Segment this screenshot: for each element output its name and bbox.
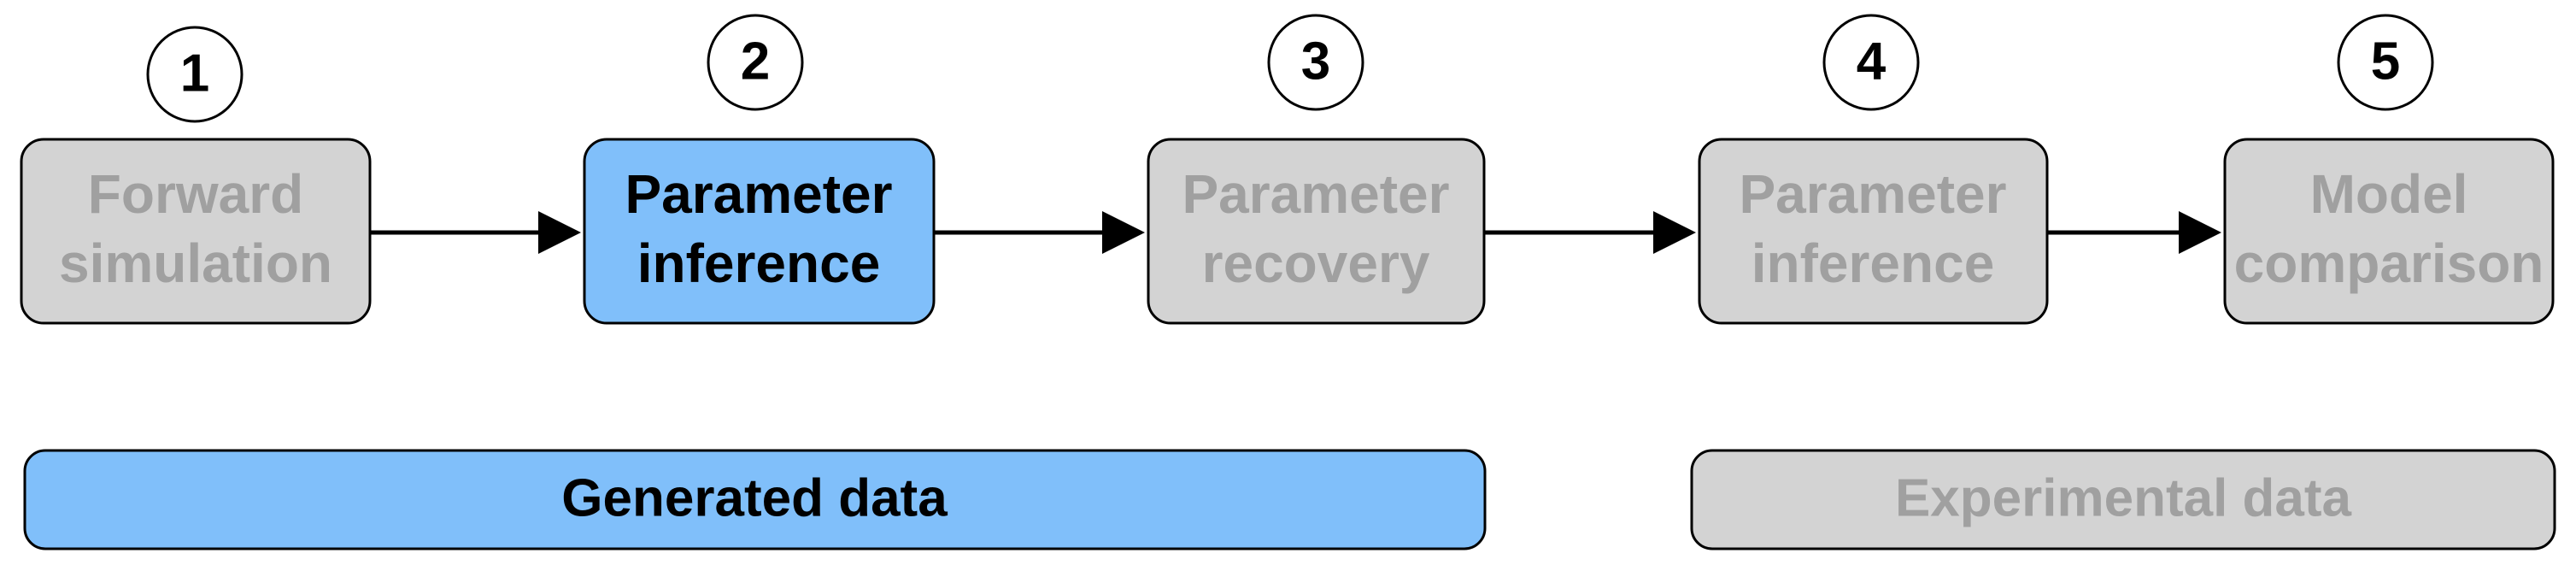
step-1-box: [20, 138, 372, 325]
generated-data-label: Generated data: [561, 468, 948, 527]
step-3-label-line2: recovery: [1202, 233, 1430, 294]
data-group-generated: Generated data: [23, 449, 1487, 550]
step-1-label-line2: simulation: [59, 233, 332, 294]
step-5-label-line2: comparison: [2234, 233, 2544, 294]
step-1-number: 1: [180, 44, 209, 103]
step-2: 2 Parameter inference: [583, 14, 936, 325]
step-1-number-circle: [146, 26, 244, 123]
step-2-number: 2: [741, 32, 770, 91]
step-2-number-circle: [707, 14, 804, 111]
step-3: 3 Parameter recovery: [1147, 14, 1486, 325]
step-4-box: [1698, 138, 2049, 325]
step-3-label-line1: Parameter: [1182, 163, 1449, 225]
step-4-label-line2: inference: [1752, 233, 1995, 294]
step-1-label-line1: Forward: [88, 163, 303, 225]
step-4: 4 Parameter inference: [1698, 14, 2049, 325]
step-4-number-circle: [1822, 14, 1920, 111]
step-5-number: 5: [2371, 32, 2400, 91]
step-3-number: 3: [1301, 32, 1330, 91]
step-5: 5 Model comparison: [2223, 14, 2555, 325]
experimental-data-label: Experimental data: [1895, 468, 2352, 527]
step-5-number-circle: [2337, 14, 2434, 111]
step-5-label-line1: Model: [2310, 163, 2468, 225]
step-2-label-line1: Parameter: [625, 163, 892, 225]
experimental-data-bar: [1690, 449, 2556, 550]
step-1: 1 Forward simulation: [20, 26, 372, 325]
generated-data-bar: [23, 449, 1487, 550]
step-2-label-line2: inference: [637, 233, 881, 294]
step-3-number-circle: [1267, 14, 1364, 111]
data-group-experimental: Experimental data: [1690, 449, 2556, 550]
step-4-number: 4: [1857, 32, 1887, 91]
step-5-box: [2223, 138, 2555, 325]
step-4-label-line1: Parameter: [1739, 163, 2006, 225]
step-2-box: [583, 138, 936, 325]
step-3-box: [1147, 138, 1486, 325]
